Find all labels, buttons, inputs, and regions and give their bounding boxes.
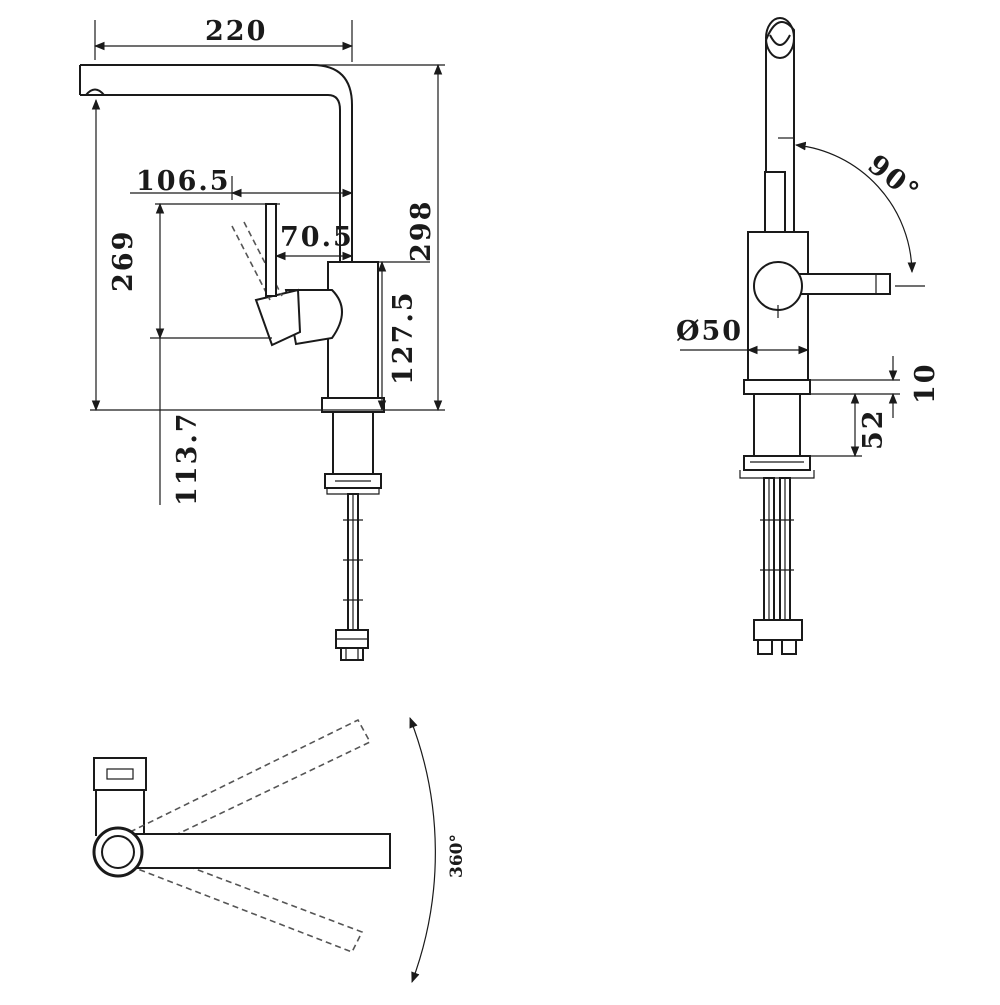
dim-lever-angle: 90° (862, 149, 926, 209)
front-lever (265, 203, 277, 297)
side-lever-hub (753, 261, 803, 311)
front-view (79, 64, 385, 661)
side-view (739, 17, 891, 655)
dim-body-offset: 70.5 (280, 222, 354, 253)
dim-spout-reach: 220 (205, 16, 267, 47)
dim-body-height: 127.5 (388, 290, 419, 385)
dim-rotation: 360° (447, 834, 467, 878)
front-dimensions: 220 106.5 70.5 298 269 127.5 113.7 (90, 16, 445, 506)
side-fittings (753, 619, 803, 641)
side-mount-plate (743, 455, 811, 471)
dim-lever-offset: 106.5 (136, 166, 231, 197)
side-base-column (753, 393, 801, 457)
top-spout (127, 833, 391, 869)
dim-height-spout: 269 (108, 230, 139, 292)
dim-height-total: 298 (406, 200, 437, 262)
top-lever-box (93, 757, 147, 791)
dim-base-height: 52 (858, 408, 889, 450)
front-aerator (85, 88, 105, 96)
dim-base-ring: 10 (910, 362, 941, 404)
top-view: 360° (92, 716, 467, 984)
side-base-ring (743, 379, 811, 395)
front-base-column (332, 411, 374, 475)
dim-shank-length: 113.7 (172, 411, 203, 506)
dim-body-diameter: Ø50 (676, 316, 743, 347)
